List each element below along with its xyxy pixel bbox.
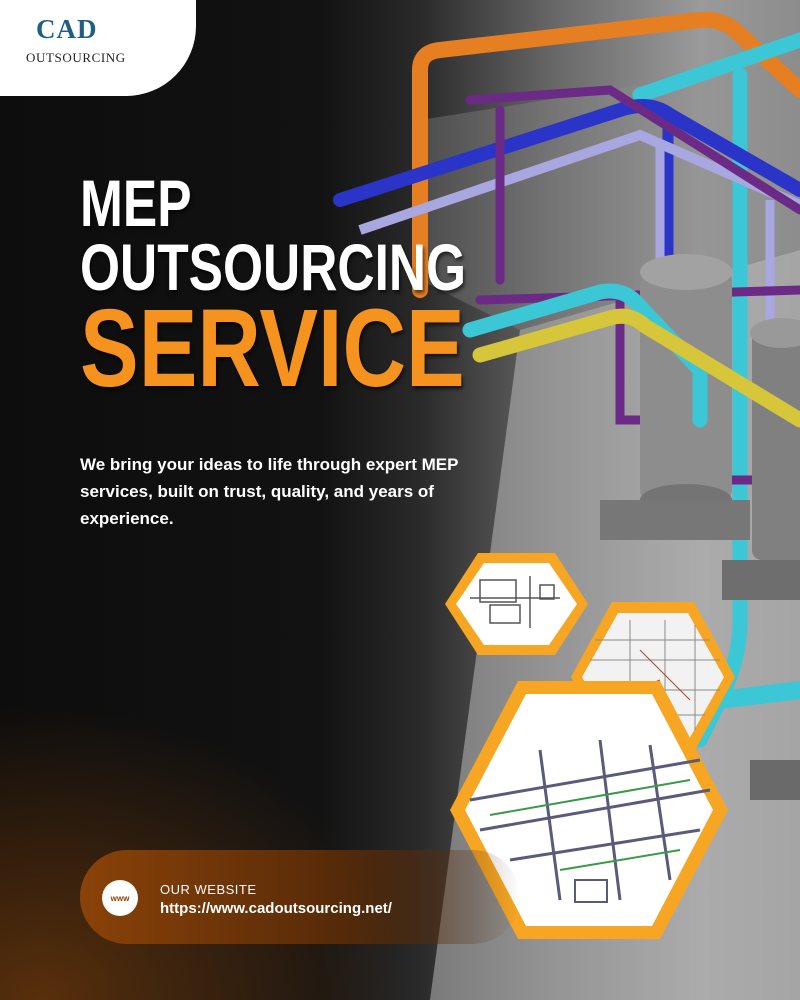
headline-line-2: OUTSOURCING: [80, 230, 467, 304]
description-text: We bring your ideas to life through expe…: [80, 455, 459, 528]
website-url-link[interactable]: https://www.cadoutsourcing.net/: [160, 900, 392, 917]
logo-sub-text: OUTSOURCING: [26, 50, 126, 65]
hexagon-drawing-large: [450, 681, 728, 939]
headline-line-3: SERVICE: [80, 287, 465, 410]
www-globe-icon: www: [102, 880, 138, 916]
cyan-mid-pipe: [462, 283, 708, 428]
logo-card: CAD OUTSOURCING: [0, 0, 196, 96]
website-label: OUR WEBSITE: [160, 882, 257, 897]
hexagon-drawing-small: [445, 553, 588, 655]
logo-main-text: CAD: [36, 14, 98, 44]
headline-line-1: MEP: [80, 166, 192, 240]
orange-pipe: [412, 11, 800, 298]
yellow-pipe: [472, 308, 800, 428]
lavender-pipe: [358, 129, 800, 235]
lavender-drop: [655, 140, 775, 320]
cyan-lower-pipe: [711, 681, 800, 709]
blue-pipe: [333, 99, 800, 207]
website-banner[interactable]: www OUR WEBSITE https://www.cadoutsourci…: [80, 850, 520, 944]
base-slab: [750, 760, 800, 800]
tank-right: [722, 318, 800, 600]
